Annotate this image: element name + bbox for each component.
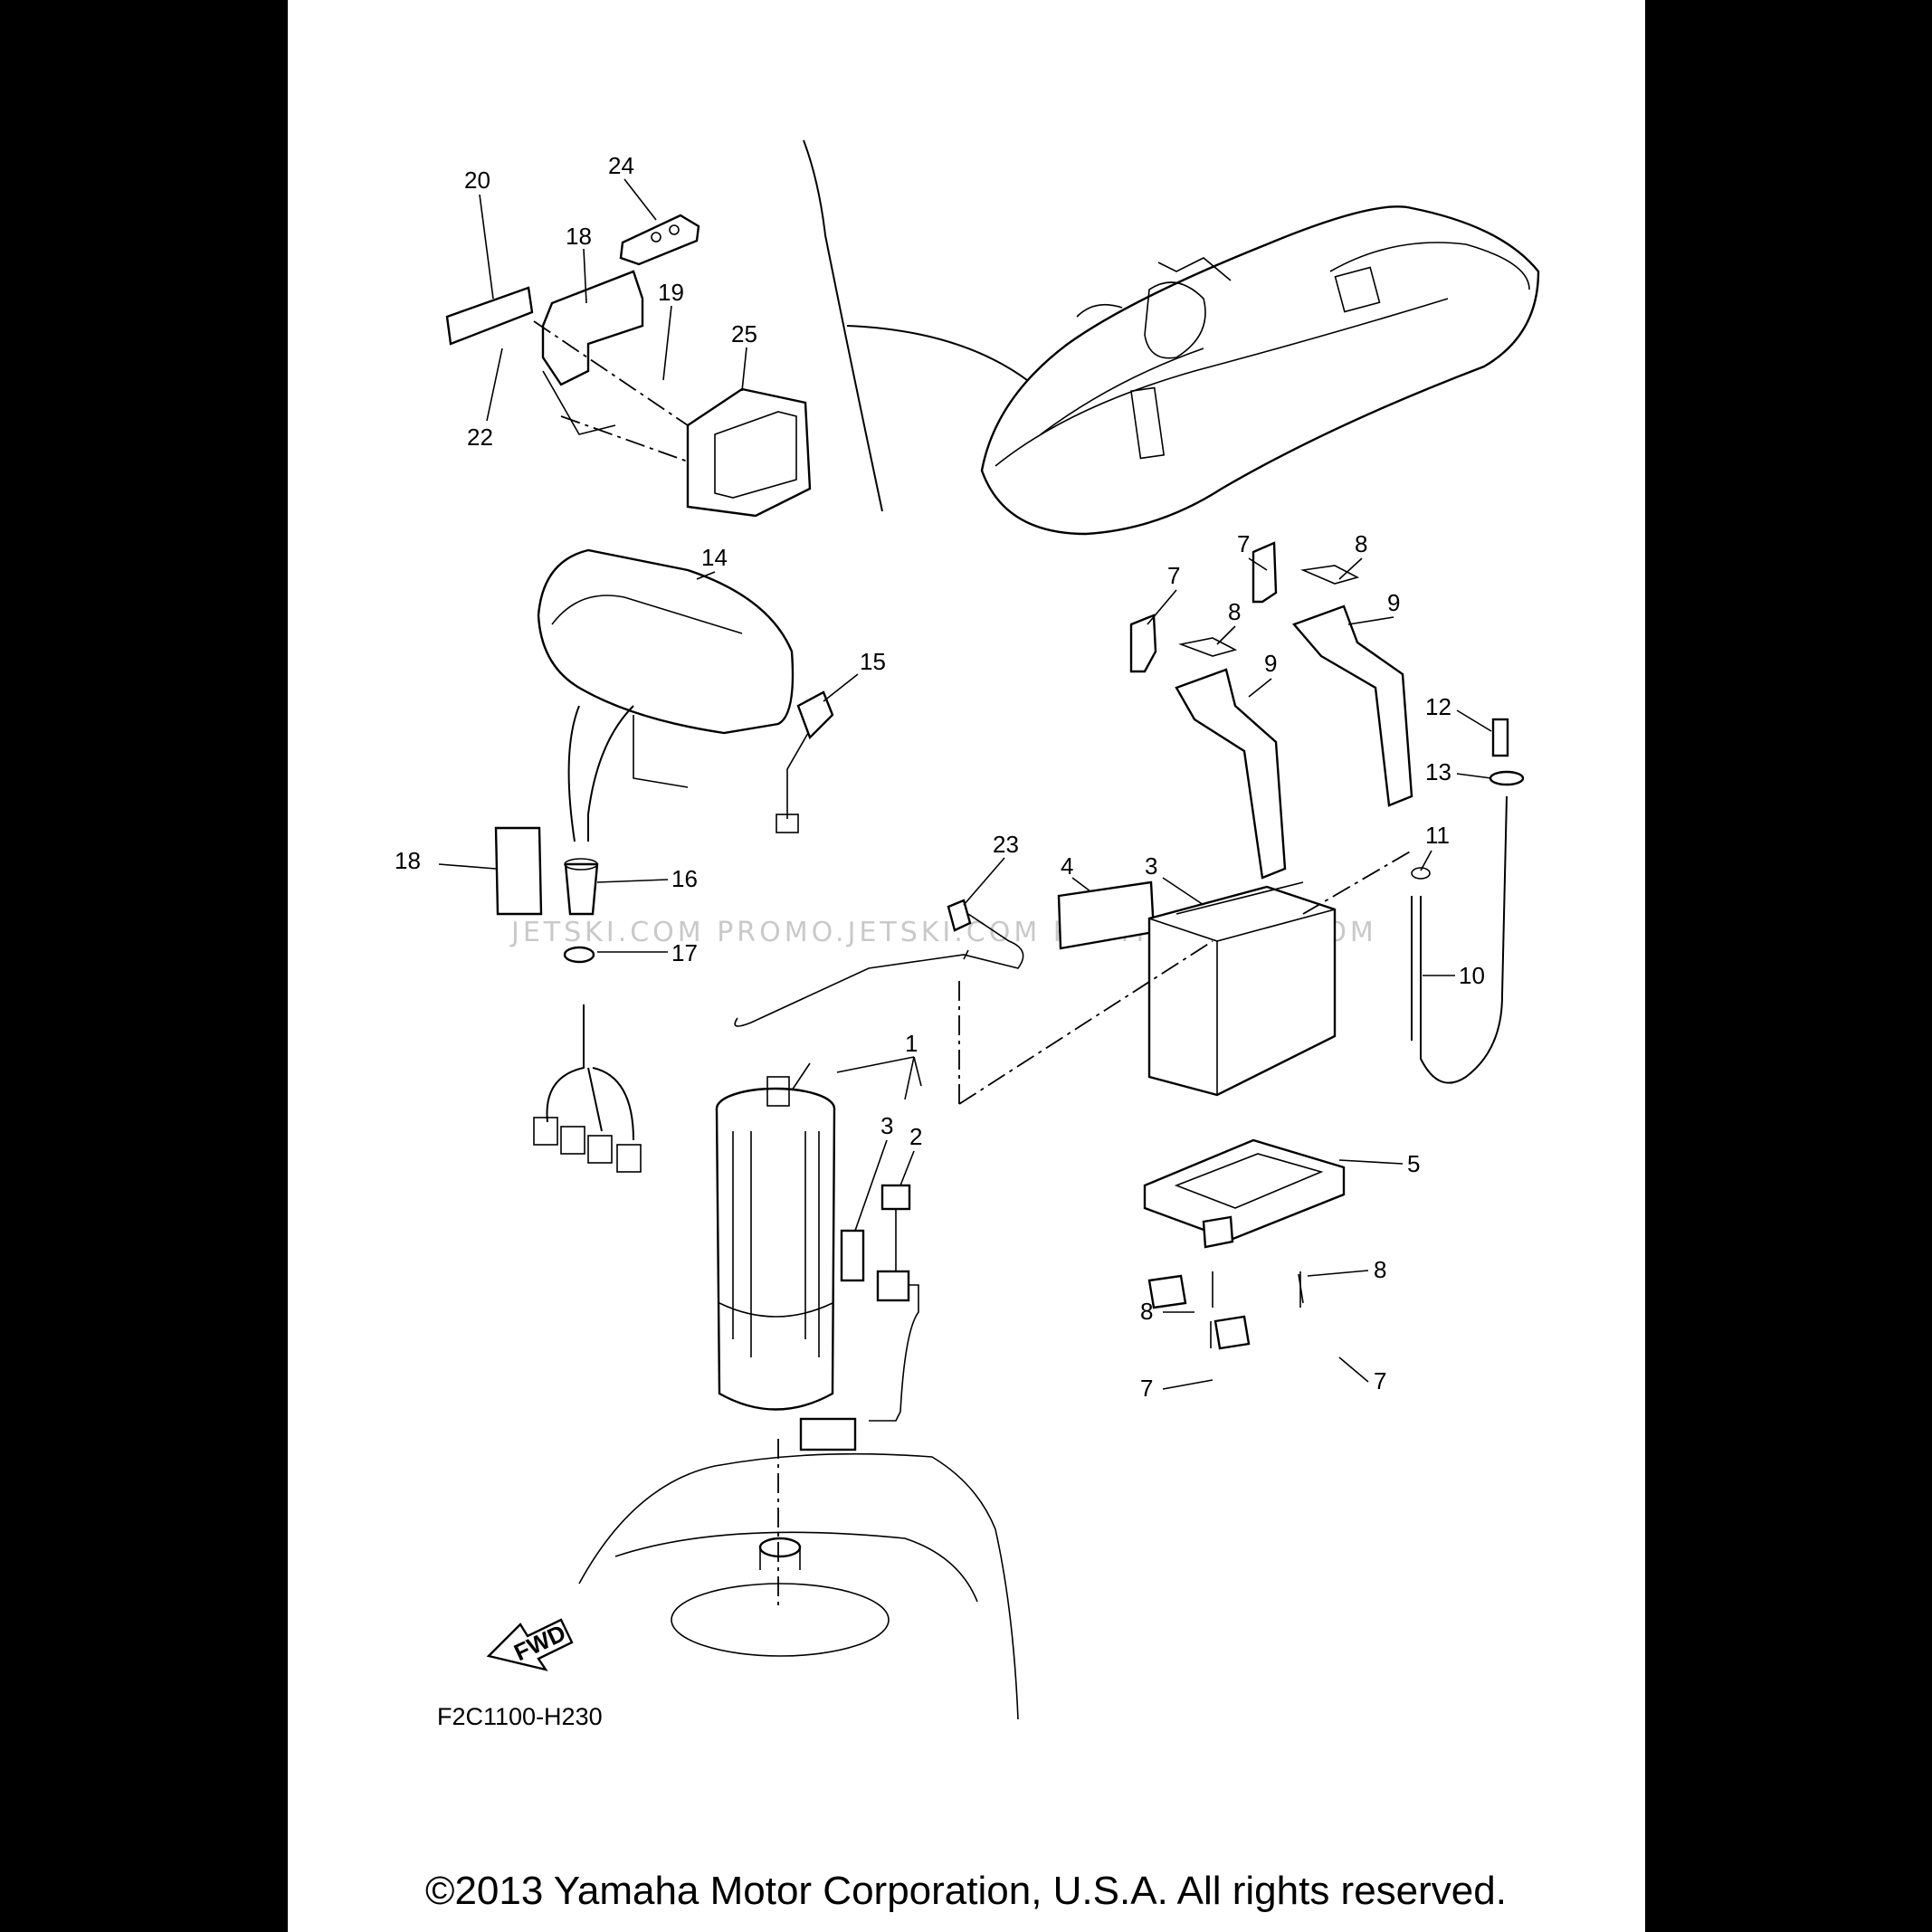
callout-16: 16	[671, 865, 698, 892]
callout-12: 12	[1425, 693, 1451, 720]
lower-harness-part	[533, 1004, 642, 1173]
callout-11: 11	[1425, 822, 1450, 849]
callout-1: 1	[905, 1030, 918, 1057]
fuel-tank-outline	[578, 1439, 1019, 1720]
battery-tray-part	[1143, 1138, 1346, 1242]
vent-tube-part	[1411, 718, 1525, 1084]
callout-6: 5	[1407, 1150, 1420, 1177]
switch-part	[776, 690, 834, 833]
mounting-plate-part	[445, 286, 534, 346]
sticker-part	[494, 826, 543, 916]
exploded-parts-diagram: JETSKI.COM PROMO.JETSKI.COM PROMO.JETSKI…	[395, 139, 1540, 1720]
callout-8-right: 8	[1374, 1256, 1386, 1283]
callout-7-top: 7	[1237, 530, 1250, 557]
battery-part	[1147, 881, 1337, 1097]
forward-arrow: FWD	[486, 1618, 574, 1671]
callout-3: 3	[880, 1112, 893, 1139]
callout-13: 13	[1425, 758, 1451, 785]
callout-22: 22	[467, 424, 493, 451]
bracket-part	[541, 270, 644, 386]
receiver-unit-part	[686, 387, 812, 518]
callout-9-top: 9	[1387, 589, 1400, 616]
callout-25: 25	[731, 320, 757, 347]
callout-4: 3	[1145, 852, 1157, 880]
sensor-part	[734, 899, 1024, 1027]
battery-straps-part	[1129, 541, 1413, 880]
remote-transmitter-part	[619, 214, 700, 266]
callout-23: 23	[993, 831, 1019, 858]
clamp-part	[563, 946, 595, 964]
callout-7-left: 7	[1140, 1375, 1153, 1402]
callout-8-top: 8	[1355, 530, 1367, 557]
multifunction-meter-part	[537, 548, 795, 735]
callout-19: 18	[566, 223, 592, 250]
assembly-line	[958, 940, 1213, 1105]
callout-7-right: 7	[1374, 1367, 1386, 1394]
grommet-part	[564, 858, 599, 916]
leader-to-craft	[846, 325, 1028, 381]
callout-9-mid: 9	[1264, 650, 1277, 677]
assembly-line	[533, 320, 689, 426]
callout-24: 24	[608, 152, 634, 179]
callout-18: 18	[395, 847, 421, 874]
assembly-line	[560, 415, 689, 462]
callout-8-mid: 8	[1228, 598, 1241, 625]
callout-17: 17	[671, 939, 698, 966]
callout-8-left: 8	[1140, 1298, 1153, 1325]
callout-10: 10	[1459, 962, 1485, 989]
jet-ski-illustration	[980, 205, 1540, 536]
wire-harness	[567, 705, 634, 842]
diagram-code: F2C1100-H230	[437, 1703, 603, 1730]
fuel-pump-part	[715, 1062, 836, 1411]
wire-harness	[633, 715, 689, 788]
callout-15: 15	[860, 648, 886, 675]
pump-connectors-part	[799, 1184, 919, 1451]
assembly-line	[1302, 850, 1413, 915]
callout-14: 14	[701, 544, 728, 571]
callout-7-mid: 7	[1167, 562, 1180, 589]
callout-21: 20	[464, 167, 490, 194]
callout-5: 4	[1061, 852, 1073, 880]
diagram-sheet: JETSKI.COM PROMO.JETSKI.COM PROMO.JETSKI…	[288, 0, 1645, 1932]
callout-labels: 20 24 18 19 25 22 14 15 18 16 17 23 4 3 …	[395, 152, 1492, 1402]
callout-20: 19	[658, 279, 684, 306]
callout-2: 2	[909, 1123, 922, 1150]
copyright-notice: ©2013 Yamaha Motor Corporation, U.S.A. A…	[425, 1869, 1507, 1913]
divider-line	[803, 139, 883, 512]
lower-brackets-part	[1147, 1215, 1304, 1350]
